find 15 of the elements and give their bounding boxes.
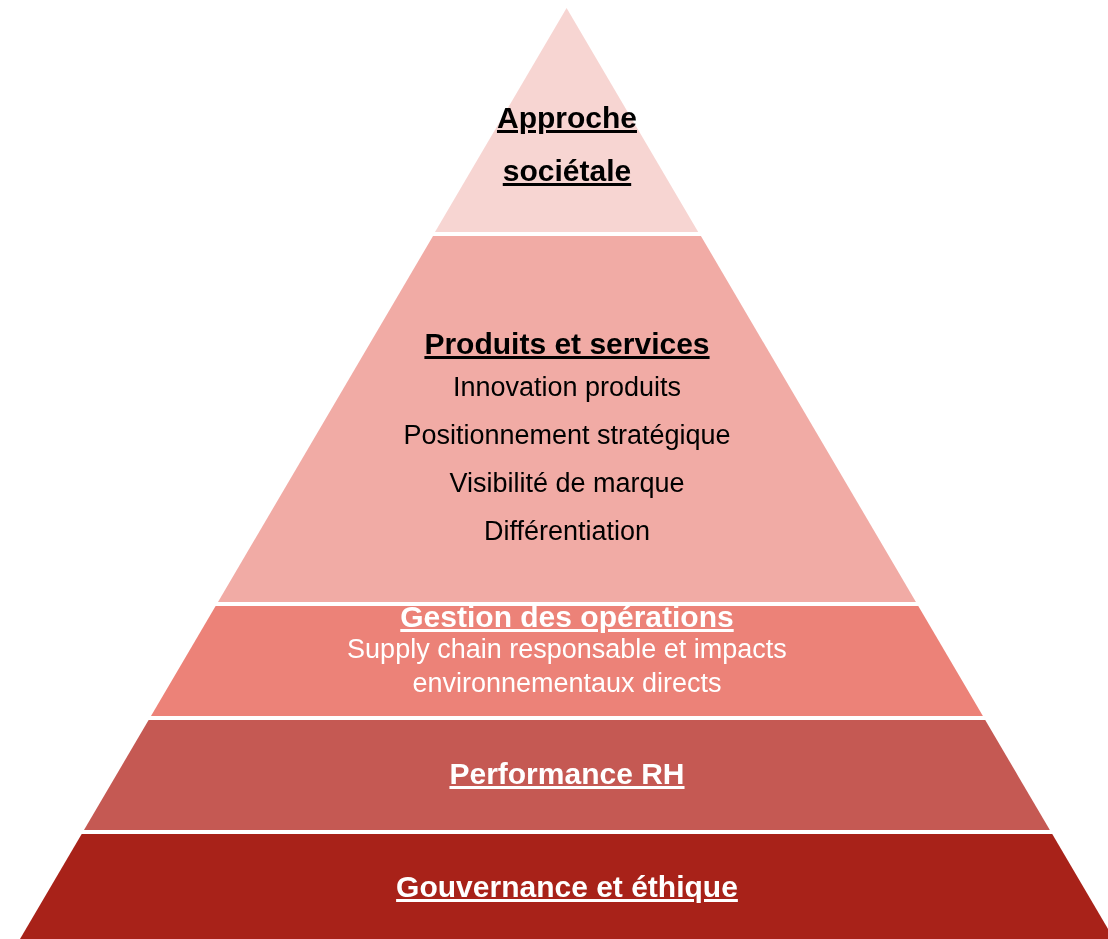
tier-heading: Approche sociétale [495, 100, 638, 189]
pyramid-tier [84, 720, 1050, 830]
tier-heading: Produits et services [424, 326, 710, 362]
pyramid-tier [20, 834, 1108, 939]
tier-heading: Performance RH [449, 756, 685, 792]
pyramid-tier [218, 236, 916, 602]
tier-item: Visibilité de marque [449, 466, 685, 500]
tier-item: Positionnement stratégique [403, 418, 731, 452]
tier-item: Supply chain responsable et impacts environnementaux directs [346, 633, 788, 700]
tier-heading: Gestion des opérations [400, 600, 734, 633]
pyramid-tier [151, 606, 983, 716]
pyramid-tier [435, 8, 699, 232]
tier-item: Différentiation [483, 514, 651, 548]
tier-item: Innovation produits [452, 370, 682, 404]
tier-heading: Gouvernance et éthique [396, 869, 738, 905]
